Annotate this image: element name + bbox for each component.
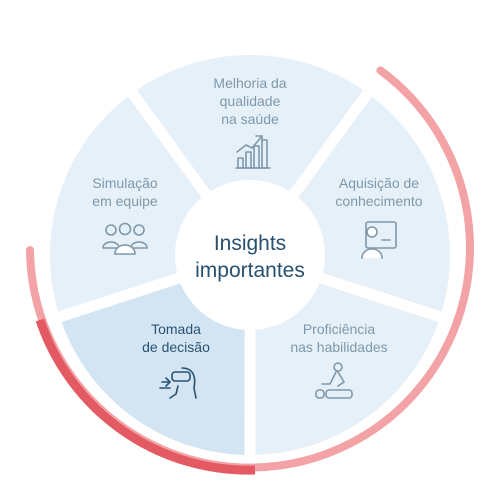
segment-top-label-1: Melhoria da [213, 75, 286, 91]
segment-right-label-2: conhecimento [335, 193, 422, 209]
segment-bottom-left-label-2: de decisão [142, 339, 210, 355]
segment-bottom-right [255, 283, 439, 455]
segment-top [137, 54, 363, 192]
segment-labels: Melhoria da qualidade na saúde Aquisição… [92, 75, 422, 355]
team-icon [102, 222, 148, 255]
segment-bottom-right-label-2: nas habilidades [290, 339, 387, 355]
segment-left-label-1: Simulação [92, 175, 158, 191]
segment-bottom-left [61, 283, 245, 455]
vr-headset-icon [159, 367, 197, 399]
segment-left-label-2: em equipe [92, 193, 158, 209]
center-title-line1: Insights [214, 232, 286, 255]
segment-left [49, 96, 202, 312]
segment-top-label-3: na saúde [221, 111, 279, 127]
growth-chart-icon [235, 135, 271, 169]
segment-bottom-left-label-1: Tomada [151, 321, 201, 337]
segment-bottom-right-label-1: Proficiência [303, 321, 376, 337]
segment-top-label-2: qualidade [220, 93, 281, 109]
center-hub [175, 180, 325, 330]
segments [49, 54, 450, 455]
outer-ring-dark-arc [35, 318, 256, 475]
outer-ring [26, 66, 474, 475]
learner-board-icon [361, 221, 397, 259]
segment-right [298, 96, 450, 312]
center-title-line2: importantes [195, 259, 305, 282]
patient-care-icon [315, 362, 353, 399]
segment-right-label-1: Aquisição de [339, 175, 419, 191]
